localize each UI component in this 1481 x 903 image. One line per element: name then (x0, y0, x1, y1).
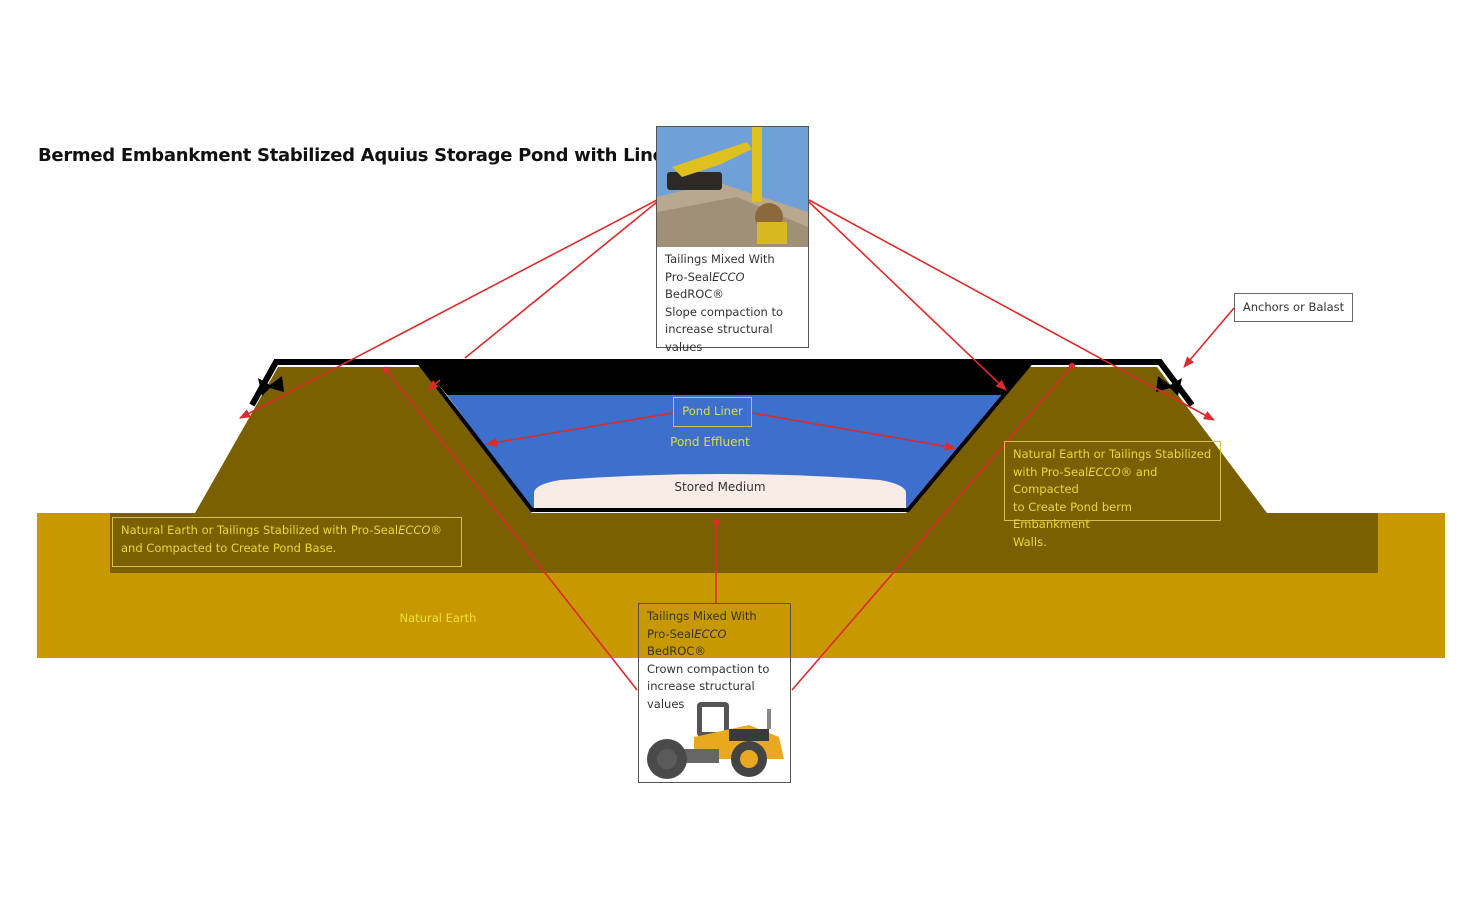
crown-compaction-callout: Tailings Mixed With Pro-SealECCO BedROC®… (638, 603, 791, 783)
slope-box-line5: values (665, 339, 703, 354)
crown-box-line2: Pro-SealECCO BedROC® (647, 626, 727, 659)
roller-compactor-icon (647, 702, 784, 779)
left-anchor-icon (258, 376, 284, 396)
left-berm (195, 367, 532, 513)
berm-embankment-callout: Natural Earth or Tailings Stabilized wit… (1004, 441, 1221, 549)
leader-crown-left (382, 366, 638, 691)
leader-liner-left (485, 412, 674, 447)
leader-anchors (1183, 307, 1235, 368)
anchors-callout: Anchors or Balast (1234, 293, 1353, 322)
berm-box-line3: to Create Pond berm Embankment (1013, 499, 1132, 532)
leader-liner-right (751, 412, 957, 451)
liner-cover (420, 362, 1030, 395)
crown-box-line4: increase structural (647, 679, 755, 693)
base-box-line2: and Compacted to Create Pond Base. (121, 540, 337, 555)
stabilized-base-layer (110, 513, 1378, 573)
excavator-photo (657, 127, 808, 247)
slope-box-line1: Tailings Mixed With (665, 252, 775, 266)
leader-slope-left-outer (239, 199, 658, 419)
pond-liner-inner (418, 362, 1032, 512)
crown-box-line3: Crown compaction to (647, 661, 770, 676)
pond-effluent-label: Pond Effluent (670, 435, 750, 449)
leader-liner-left-inner (427, 379, 441, 391)
crown-box-line5: values (647, 696, 685, 711)
slope-compaction-callout: Tailings Mixed With Pro-SealECCO BedROC®… (656, 126, 809, 354)
stored-medium-label: Stored Medium (674, 480, 766, 494)
right-berm (906, 367, 1267, 513)
leader-slope-right-outer (808, 199, 1215, 421)
pond-liner-label: Pond Liner (673, 397, 752, 427)
berm-box-line4: Walls. (1013, 534, 1047, 549)
leader-slope-left-inner (464, 201, 658, 359)
pond-base-callout: Natural Earth or Tailings Stabilized wit… (112, 517, 462, 567)
slope-box-line3: Slope compaction to (665, 304, 784, 319)
base-box-line1: Natural Earth or Tailings Stabilized wit… (121, 523, 442, 537)
right-anchor-icon (1156, 376, 1182, 396)
crown-box-line1: Tailings Mixed With (647, 609, 757, 623)
stored-medium-shape (534, 474, 906, 510)
leader-crown-right (791, 362, 1076, 691)
leader-slope-right-inner (808, 201, 1007, 391)
berm-box-line1: Natural Earth or Tailings Stabilized (1013, 447, 1212, 461)
natural-earth-label: Natural Earth (399, 611, 477, 625)
slope-box-line4: increase structural (665, 322, 773, 336)
slope-box-line2: Pro-SealECCO BedROC® (665, 269, 745, 302)
diagram-title: Bermed Embankment Stabilized Aquius Stor… (38, 145, 674, 166)
berm-box-line2: with Pro-SealECCO® and Compacted (1013, 464, 1158, 497)
